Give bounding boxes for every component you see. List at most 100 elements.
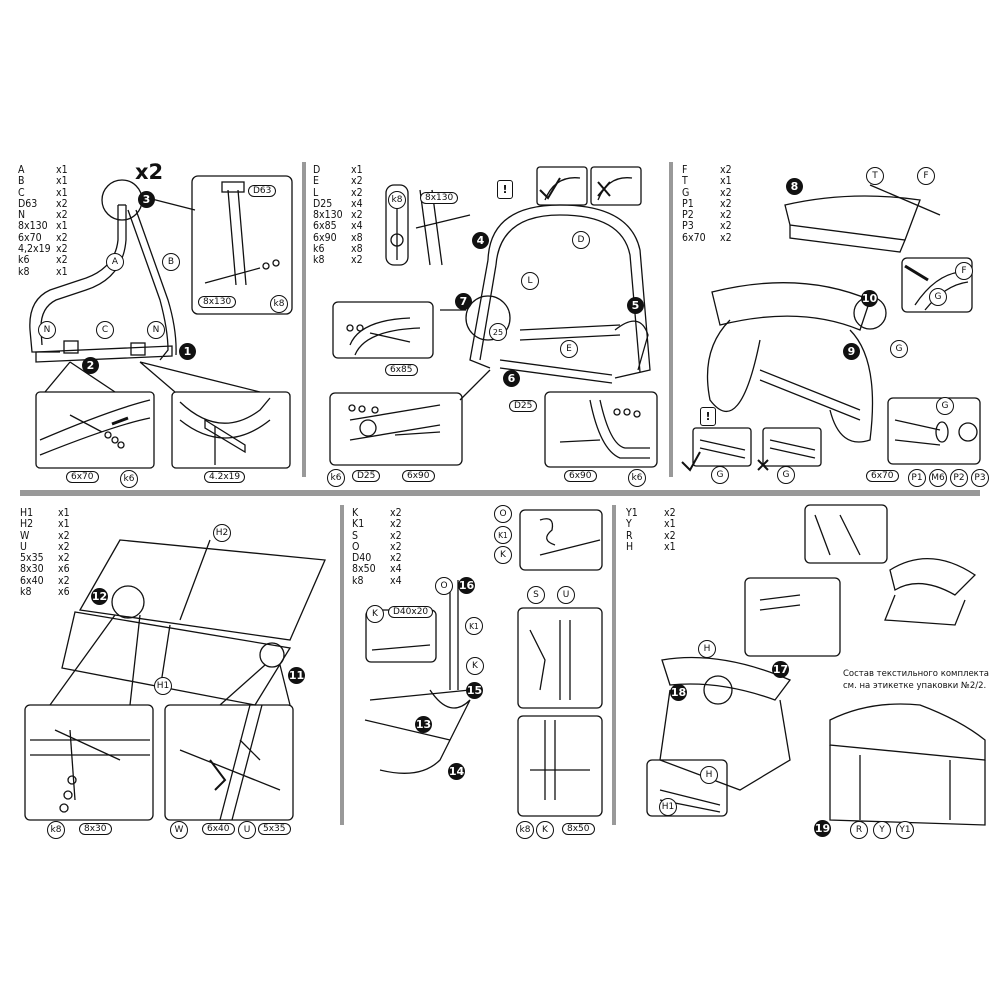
part-code: G bbox=[682, 186, 690, 199]
label-8x130: 8x130 bbox=[198, 296, 237, 308]
step-1: 1 bbox=[179, 343, 196, 360]
panel5-drawing bbox=[364, 509, 603, 817]
label-part-f-top: F bbox=[917, 167, 935, 185]
part-quantity: x6 bbox=[58, 586, 70, 599]
label-25: 25 bbox=[489, 323, 507, 341]
part-code: E bbox=[313, 175, 319, 188]
part-quantity: x2 bbox=[390, 552, 402, 565]
part-quantity: x2 bbox=[58, 574, 70, 587]
part-quantity: x2 bbox=[720, 164, 732, 176]
label-5x35: 5x35 bbox=[258, 823, 291, 835]
part-quantity: x2 bbox=[351, 175, 363, 188]
part-code: A bbox=[18, 164, 25, 176]
part-code: F bbox=[682, 164, 688, 176]
part-quantity: x2 bbox=[56, 197, 68, 210]
label-y: Y bbox=[873, 821, 891, 839]
part-code: D40 bbox=[352, 552, 372, 565]
step-5: 5 bbox=[627, 297, 644, 314]
label-h-detail: H bbox=[700, 766, 718, 784]
part-quantity: x2 bbox=[58, 540, 70, 553]
label-6x70-3: 6x70 bbox=[866, 470, 899, 482]
label-h1-detail: H1 bbox=[659, 798, 677, 816]
part-quantity: x8 bbox=[351, 231, 363, 244]
part-quantity: x2 bbox=[390, 540, 402, 553]
label-part-f-detail: F bbox=[955, 262, 973, 280]
part-code: D63 bbox=[18, 197, 38, 210]
step-17: 17 bbox=[772, 661, 789, 678]
part-quantity: x4 bbox=[351, 197, 363, 210]
part-quantity: x1 bbox=[58, 507, 70, 519]
part-code: k8 bbox=[20, 586, 32, 599]
label-part-g-detail: G bbox=[929, 288, 947, 306]
step-16: 16 bbox=[458, 577, 475, 594]
panel3-drawing bbox=[681, 184, 981, 472]
label-s: S bbox=[527, 586, 545, 604]
part-code: O bbox=[352, 540, 360, 553]
panel1-drawing bbox=[29, 175, 293, 469]
step-10: 10 bbox=[861, 290, 878, 307]
part-quantity: x2 bbox=[351, 209, 363, 222]
part-code: P2 bbox=[682, 209, 694, 222]
part-code: 8x130 bbox=[313, 209, 343, 222]
parts-list-row: 8x130 x2 bbox=[313, 209, 363, 222]
part-quantity: x1 bbox=[664, 540, 676, 553]
step-19: 19 bbox=[814, 820, 831, 837]
label-6x90-left: 6x90 bbox=[402, 470, 435, 482]
label-h1: H1 bbox=[154, 677, 172, 695]
part-code: H bbox=[626, 540, 634, 553]
label-part-t: T bbox=[866, 167, 884, 185]
label-k-bottom: K bbox=[536, 821, 554, 839]
panel6-drawing bbox=[646, 504, 986, 826]
label-8x50: 8x50 bbox=[562, 823, 595, 835]
part-code: 6x40 bbox=[20, 574, 44, 587]
part-code: H1 bbox=[20, 507, 34, 519]
part-quantity: x1 bbox=[720, 175, 732, 188]
part-code: 6x70 bbox=[682, 231, 706, 244]
part-code: H2 bbox=[20, 518, 34, 531]
part-code: K bbox=[352, 507, 359, 519]
part-quantity: x4 bbox=[390, 574, 402, 587]
label-part-n-left: N bbox=[38, 321, 56, 339]
label-p3: P3 bbox=[971, 469, 989, 487]
part-quantity: x2 bbox=[56, 231, 68, 244]
parts-list-row: D63 x2 bbox=[18, 197, 68, 210]
part-quantity: x2 bbox=[720, 186, 732, 199]
label-part-g-ok: G bbox=[711, 466, 729, 484]
label-r: R bbox=[850, 821, 868, 839]
part-quantity: x4 bbox=[390, 563, 402, 576]
part-code: 8x50 bbox=[352, 563, 376, 576]
label-d25-left: D25 bbox=[352, 470, 381, 482]
label-w: W bbox=[170, 821, 188, 839]
label-u-5: U bbox=[557, 586, 575, 604]
panel2-drawing bbox=[329, 166, 658, 468]
textile-note-line2: см. на этикетке упаковки №2/2. bbox=[843, 681, 987, 691]
label-k6: k6 bbox=[120, 470, 138, 488]
textile-note-line1: Состав текстильного комплекта bbox=[843, 669, 989, 679]
part-quantity: x2 bbox=[58, 529, 70, 542]
label-o-top: O bbox=[494, 505, 512, 523]
